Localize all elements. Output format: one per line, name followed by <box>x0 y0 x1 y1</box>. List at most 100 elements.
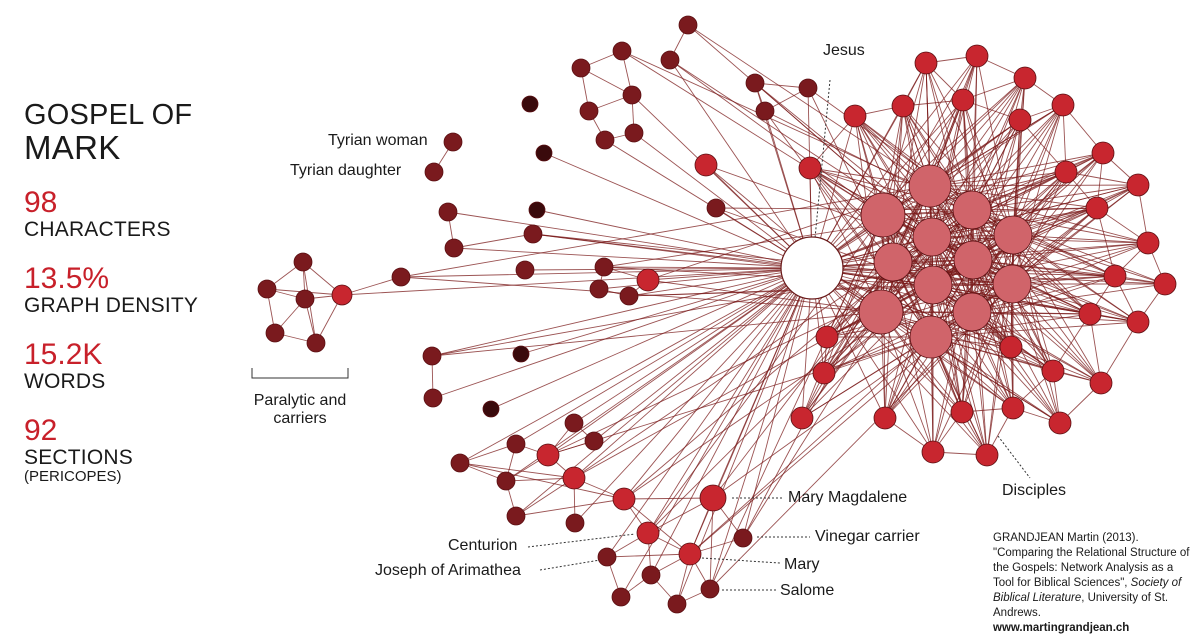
character-node <box>815 325 839 349</box>
edge <box>809 167 894 263</box>
character-node <box>424 162 444 182</box>
edge <box>884 236 933 419</box>
edge <box>1096 207 1116 277</box>
edge <box>1019 119 1067 173</box>
character-node <box>660 50 680 70</box>
character-node <box>528 201 546 219</box>
character-node <box>873 406 897 430</box>
disciple-node <box>909 315 953 359</box>
label-tyrian-woman: Tyrian woman <box>328 132 428 149</box>
edge <box>1011 283 1102 384</box>
edge <box>573 267 813 424</box>
character-node <box>1051 93 1075 117</box>
edge <box>811 99 964 269</box>
edge <box>931 119 1021 238</box>
edge <box>574 267 813 524</box>
edge <box>687 24 931 187</box>
label-centurion: Centurion <box>448 537 518 554</box>
edge <box>709 267 813 590</box>
stat-value-density: 13.5% <box>24 262 110 295</box>
edge <box>972 242 1149 261</box>
character-node <box>506 506 526 526</box>
edge <box>669 59 813 269</box>
label-paralytic: Paralytic and carriers <box>253 392 347 427</box>
label-mary-magdalene: Mary Magdalene <box>788 489 908 506</box>
edge <box>823 185 931 374</box>
character-node <box>641 565 661 585</box>
edge <box>971 311 1061 424</box>
character-node <box>515 260 535 280</box>
character-node <box>265 323 285 343</box>
disciple-node <box>992 264 1032 304</box>
edge <box>573 267 813 479</box>
edge <box>972 171 1067 261</box>
edge <box>709 214 884 590</box>
edge-layer <box>266 24 1166 605</box>
character-node <box>798 78 818 98</box>
guide-line <box>539 559 601 571</box>
character-node <box>257 279 277 299</box>
edge <box>1012 104 1064 236</box>
edge <box>1011 283 1139 323</box>
citation-text: GRANDJEAN Martin (2013). "Comparing the … <box>993 532 1190 589</box>
character-node <box>999 335 1023 359</box>
edge <box>801 284 934 419</box>
edge <box>880 311 1014 409</box>
edge <box>669 59 884 216</box>
edge <box>573 261 894 479</box>
edge <box>1012 234 1166 285</box>
character-node <box>624 123 644 143</box>
edge <box>1011 242 1149 285</box>
edge <box>623 267 813 500</box>
label-tyrian-daughter: Tyrian daughter <box>290 162 402 179</box>
edge <box>971 311 1091 315</box>
edge <box>453 233 534 249</box>
disciple-node <box>908 164 952 208</box>
character-node <box>706 198 726 218</box>
stat-label-characters: CHARACTERS <box>24 218 171 241</box>
disciple-node <box>913 265 953 305</box>
edge <box>971 152 1104 211</box>
edge <box>962 99 1014 236</box>
edge <box>972 259 988 456</box>
edge <box>520 267 813 355</box>
edge <box>826 283 1013 338</box>
edge <box>929 185 1054 372</box>
edge <box>932 77 1026 286</box>
edge <box>709 497 714 590</box>
character-node <box>293 252 313 272</box>
character-node <box>1136 231 1160 255</box>
edge <box>884 283 1013 419</box>
label-jesus: Jesus <box>823 42 865 59</box>
edge <box>971 104 1064 211</box>
edge <box>603 209 973 268</box>
character-node <box>1001 396 1025 420</box>
stat-label-sections: SECTIONS <box>24 446 133 469</box>
jesus-node <box>780 236 844 300</box>
edge <box>932 284 1014 409</box>
edge <box>598 267 813 290</box>
edge <box>929 184 1139 187</box>
character-node <box>951 88 975 112</box>
character-node <box>1126 173 1150 197</box>
edge <box>1012 234 1061 424</box>
edge <box>972 259 1091 315</box>
character-node <box>584 431 604 451</box>
character-node <box>1054 160 1078 184</box>
character-node <box>812 361 836 385</box>
edge <box>809 115 856 169</box>
character-node <box>975 443 999 467</box>
character-node <box>1091 141 1115 165</box>
character-node <box>667 594 687 614</box>
character-node <box>755 101 775 121</box>
character-node <box>1089 371 1113 395</box>
edge <box>623 236 933 500</box>
character-node <box>496 471 516 491</box>
edge <box>1089 313 1102 384</box>
edge <box>400 185 931 278</box>
stat-label-density: GRAPH DENSITY <box>24 294 199 317</box>
edge <box>1012 234 1149 244</box>
edge <box>972 119 1021 261</box>
character-node <box>612 41 632 61</box>
edge <box>689 336 932 555</box>
